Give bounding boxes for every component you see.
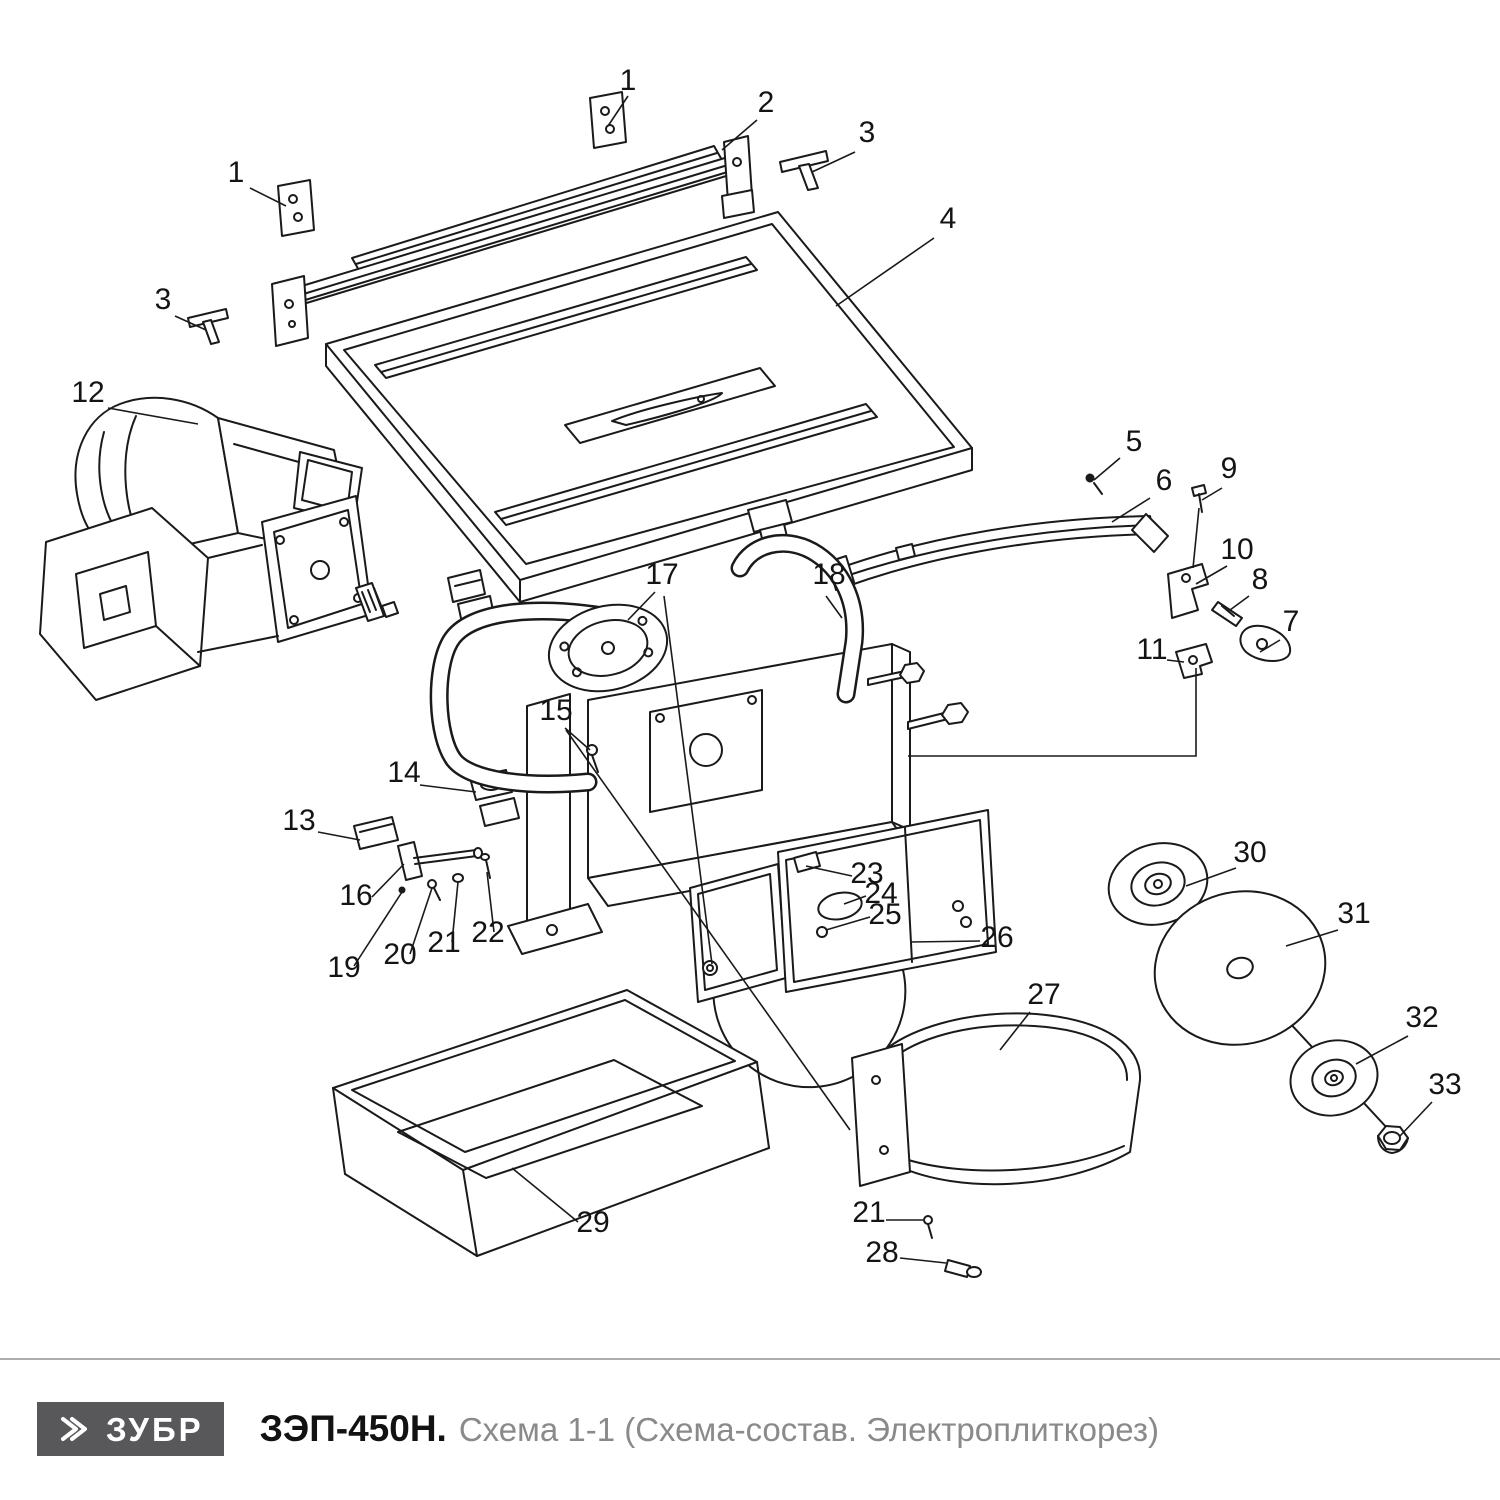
part-16-rod — [397, 841, 483, 881]
exploded-diagram: 1 2 3 1 3 4 12 5 6 9 10 8 7 11 17 18 15 … — [39, 64, 1462, 1278]
part-number-label: 19 — [327, 951, 360, 984]
part-number-label: 13 — [282, 804, 315, 837]
part-number-label: 28 — [865, 1236, 898, 1269]
part-number-labels: 1 2 3 1 3 4 12 5 6 9 10 8 7 11 17 18 15 … — [71, 64, 1461, 1269]
part-number-label: 11 — [1136, 633, 1167, 666]
part-number-label: 9 — [1221, 452, 1238, 485]
part-15-screw — [586, 744, 599, 773]
part-32-outer-flange — [1289, 1039, 1379, 1117]
part-number-label: 10 — [1220, 533, 1253, 566]
footer: ЗУБР ЗЭП-450Н. Схема 1-1 (Схема-состав. Э… — [37, 1402, 1470, 1456]
part-number-label: 33 — [1428, 1068, 1461, 1101]
caption-subtitle: Схема 1-1 (Схема-состав. Электроплиткоре… — [458, 1411, 1160, 1448]
frame-body — [507, 643, 969, 955]
part-7-lever — [1239, 624, 1292, 662]
part-number-label: 23 — [850, 857, 883, 890]
part-number-label: 2 — [758, 86, 775, 119]
part-number-label: 29 — [576, 1206, 609, 1239]
part-number-label: 1 — [620, 64, 637, 97]
part-9-screw — [1191, 484, 1207, 513]
part-number-label: 17 — [645, 558, 678, 591]
zubr-logo: ЗУБР — [37, 1402, 224, 1456]
part-11-clamp — [1175, 643, 1213, 679]
part-18-handles — [429, 534, 865, 794]
footer-divider — [0, 1358, 1500, 1360]
part-number-label: 7 — [1283, 605, 1300, 638]
part-29-tray — [332, 989, 770, 1257]
zubr-logo-icon — [61, 1417, 87, 1441]
part-4-table-top — [325, 211, 973, 603]
brand-name: ЗУБР — [106, 1410, 204, 1448]
part-number-label: 25 — [868, 898, 901, 931]
blade-housing-23-26 — [689, 809, 997, 1089]
part-number-label: 18 — [812, 558, 845, 591]
part-number-label: 4 — [940, 202, 957, 235]
part-30-inner-flange — [1107, 842, 1209, 926]
part-number-label: 22 — [471, 916, 504, 949]
part-13-block — [353, 816, 399, 850]
part-number-label: 32 — [1405, 1001, 1438, 1034]
part-number-label: 20 — [383, 938, 416, 971]
part-number-label: 6 — [1156, 464, 1173, 497]
bottom-fasteners-21-28 — [923, 1215, 982, 1278]
part-2-rail-assembly — [271, 135, 755, 347]
part-number-label: 5 — [1126, 425, 1143, 458]
part-10-bracket — [1167, 563, 1209, 619]
part-33-nut — [1377, 1125, 1409, 1154]
part-12-motor — [39, 396, 399, 701]
part-number-label: 21 — [427, 926, 460, 959]
part-3-bolts — [187, 150, 829, 345]
diagram-caption: ЗЭП-450Н. Схема 1-1 (Схема-состав. Электр… — [260, 1408, 1159, 1450]
part-6-guide-rail — [827, 513, 1169, 591]
part-number-label: 16 — [339, 879, 372, 912]
part-number-label: 14 — [387, 756, 420, 789]
part-number-label: 8 — [1252, 563, 1269, 596]
parts-19-22-fasteners — [398, 853, 491, 901]
part-27-guard — [851, 1012, 1142, 1187]
model-number: ЗЭП-450Н. — [259, 1408, 447, 1449]
part-number-label: 3 — [155, 283, 172, 316]
part-8-pin — [1211, 601, 1243, 627]
part-1-plates — [277, 91, 627, 237]
part-number-label: 27 — [1027, 978, 1060, 1011]
part-number-label: 3 — [859, 116, 876, 149]
part-number-label: 12 — [71, 376, 104, 409]
blade-arbor-set — [1107, 842, 1409, 1154]
part-number-label: 15 — [539, 694, 572, 727]
part-number-label: 31 — [1337, 897, 1370, 930]
part-number-label: 1 — [228, 156, 245, 189]
leader-lines — [107, 95, 1433, 1264]
part-number-label: 24 — [864, 877, 897, 910]
part-5-screw — [1085, 473, 1103, 495]
part-number-label: 26 — [980, 921, 1013, 954]
part-17-flange — [547, 603, 669, 693]
part-31-cutting-disc — [1153, 890, 1327, 1046]
part-number-label: 30 — [1233, 836, 1266, 869]
part-number-label: 21 — [852, 1196, 885, 1229]
